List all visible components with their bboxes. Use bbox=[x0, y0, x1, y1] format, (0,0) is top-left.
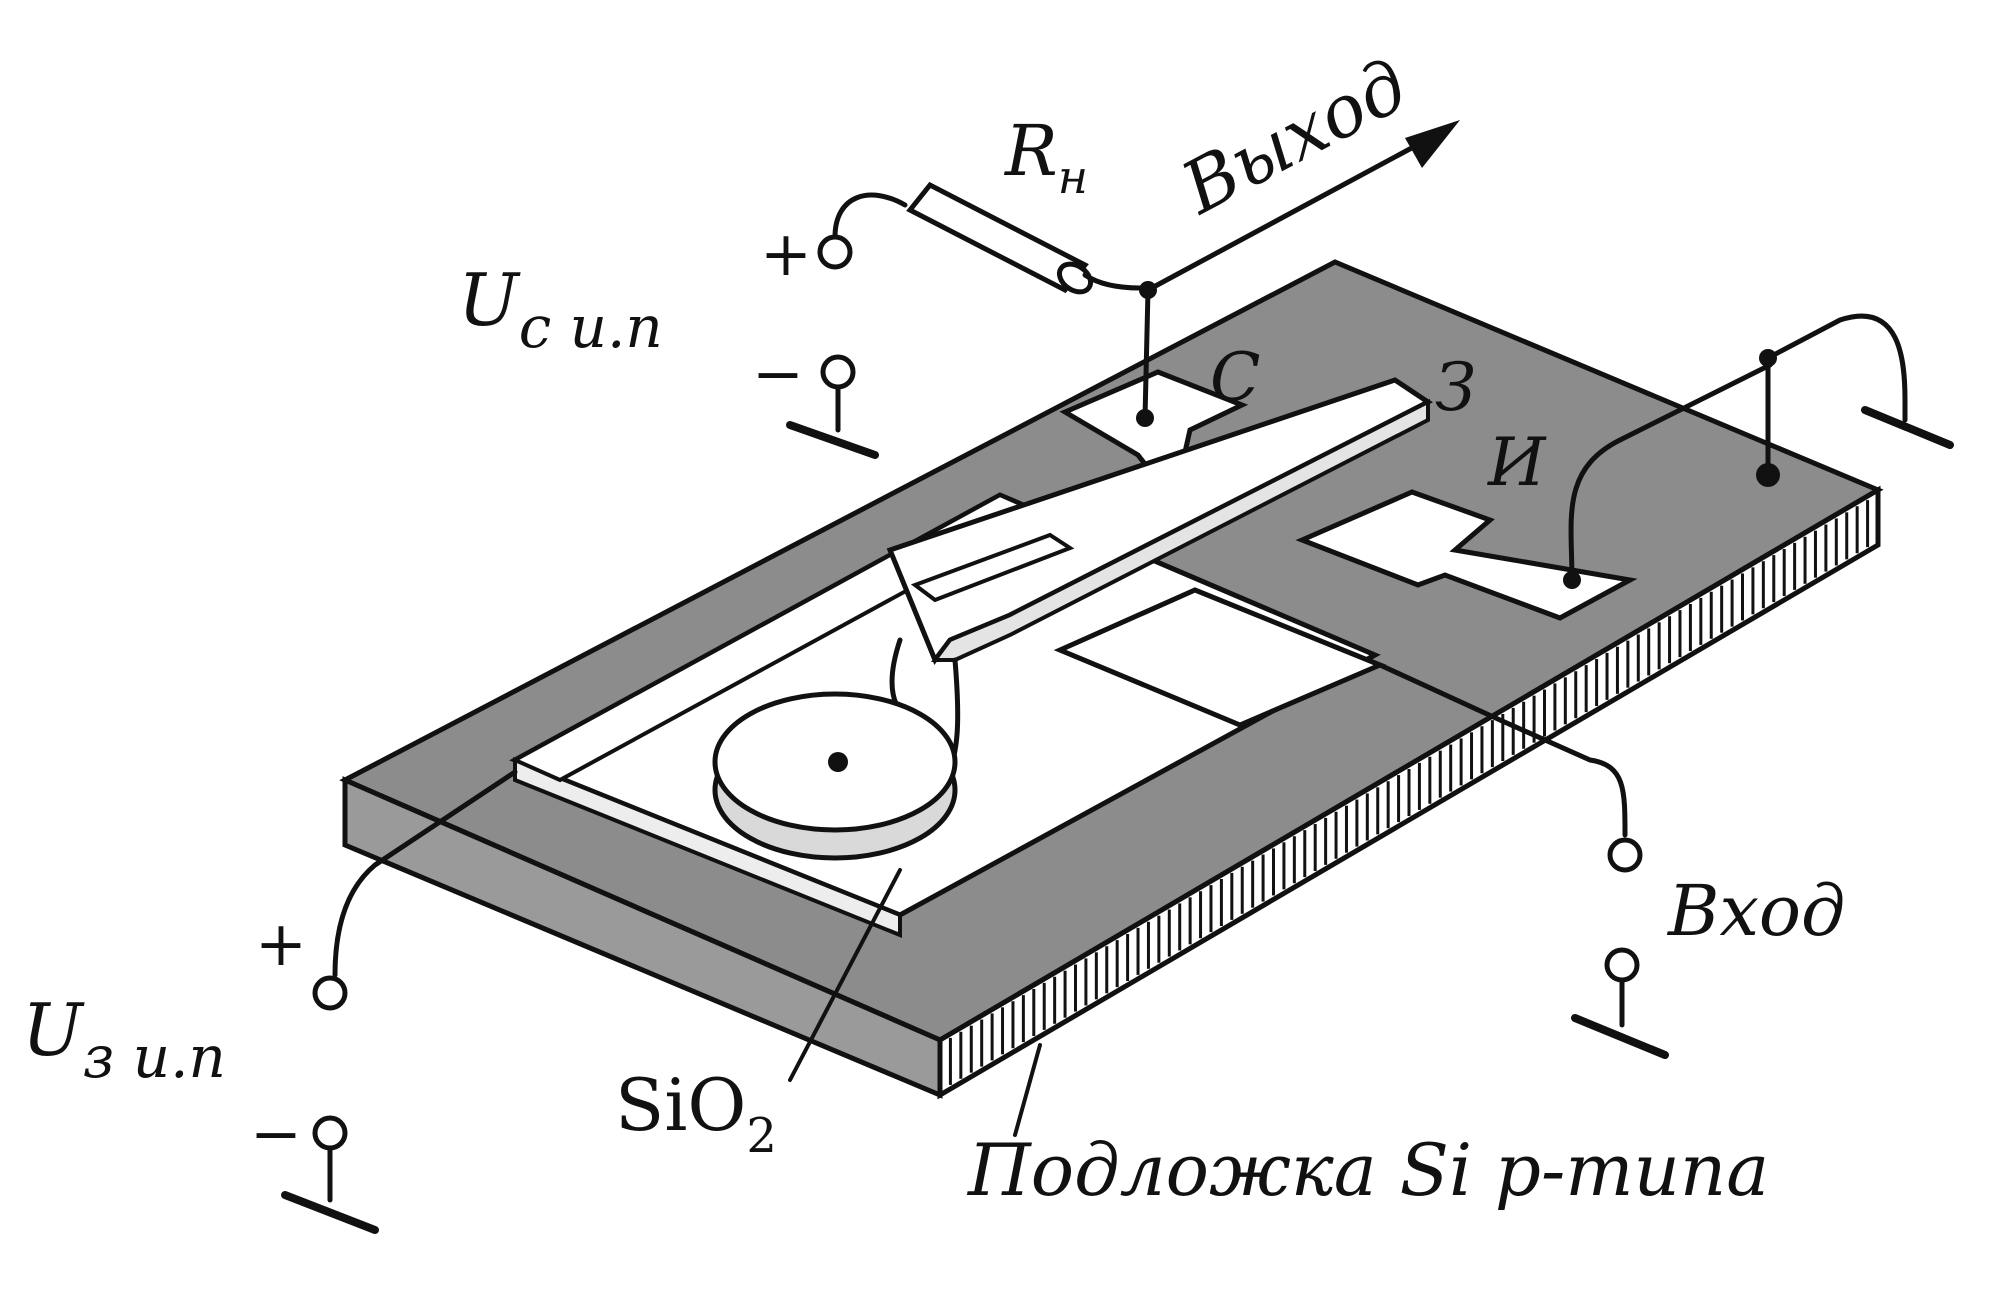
drain-minus-sign: − bbox=[752, 337, 804, 410]
load-resistor-label: Rн bbox=[1003, 110, 1088, 204]
drain-plus-terminal bbox=[817, 234, 853, 270]
gate-plus-sign: + bbox=[255, 907, 307, 980]
gate-minus-sign: − bbox=[250, 1097, 302, 1170]
output-arrow-head bbox=[1405, 120, 1460, 168]
input-plus-terminal bbox=[1607, 837, 1643, 873]
source-terminal-label: И bbox=[1487, 424, 1547, 501]
drain-minus-terminal bbox=[820, 354, 856, 390]
input-label: Вход bbox=[1666, 870, 1845, 952]
gate-supply-label: Uз и.п bbox=[22, 988, 226, 1091]
gate-minus-terminal bbox=[312, 1115, 348, 1151]
drain-terminal-label: С bbox=[1210, 339, 1261, 416]
drain-plus-sign: + bbox=[760, 217, 812, 290]
output-label: Выход bbox=[1167, 43, 1421, 231]
gate-bar-side bbox=[931, 398, 1430, 662]
substrate-label: Подложка Si p-типа bbox=[966, 1128, 1769, 1212]
source-pad bbox=[1295, 489, 1638, 621]
input-ground-symbol bbox=[1571, 1014, 1669, 1059]
gate-terminal-label: З bbox=[1435, 349, 1476, 426]
oxide-leader bbox=[788, 868, 902, 1082]
substrate-hatching bbox=[948, 500, 1870, 1085]
substrate-leader bbox=[1013, 1043, 1042, 1137]
load-resistor bbox=[906, 181, 1094, 295]
oxide-label: SiO2 bbox=[615, 1063, 777, 1164]
drain-ground-symbol bbox=[786, 421, 879, 459]
input-minus-terminal bbox=[1604, 947, 1640, 983]
gate-ground-symbol bbox=[281, 1191, 379, 1234]
gate-finger bbox=[910, 532, 1075, 603]
gate-contact-dot bbox=[828, 752, 848, 772]
gate-plus-terminal bbox=[312, 975, 348, 1011]
source-ground-symbol bbox=[1861, 406, 1954, 449]
wiring bbox=[281, 120, 1954, 1234]
gate-electrode bbox=[712, 377, 1433, 861]
drain-supply-label: Uс и.п bbox=[458, 258, 663, 361]
